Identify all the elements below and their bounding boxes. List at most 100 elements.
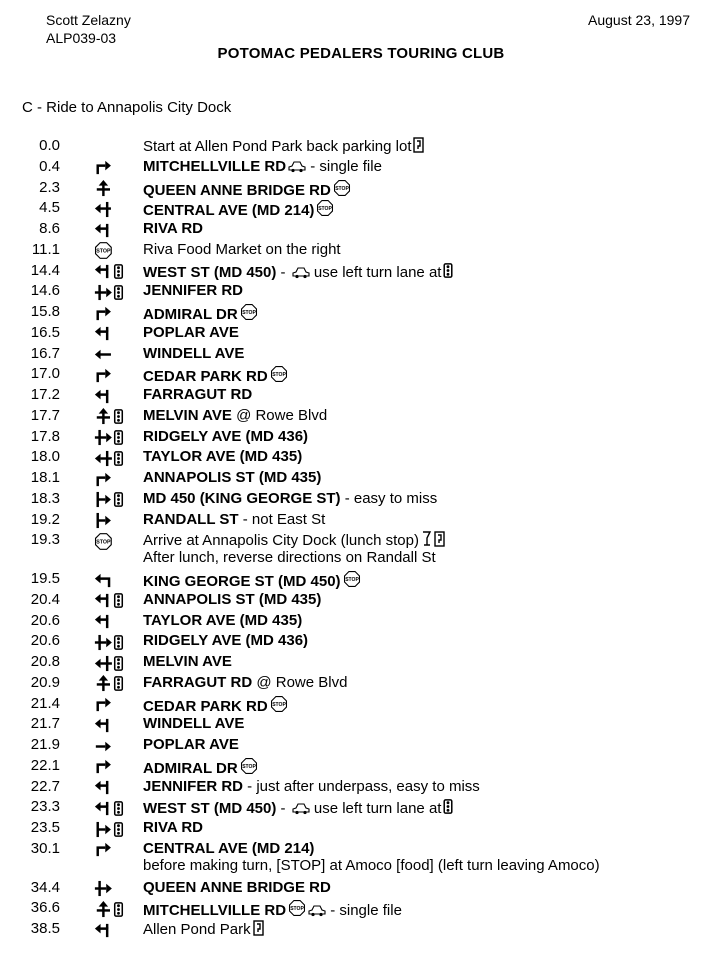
road-name: POPLAR AVE <box>143 736 239 753</box>
cue-mileage: 2.3 <box>39 178 60 196</box>
cue-mileage: 20.6 <box>30 632 60 650</box>
road-name: MITCHELLVILLE RD <box>143 902 287 920</box>
road-name: MITCHELLVILLE RD <box>143 157 287 175</box>
cue-row: 17.8 RIDGELY AVE (MD 436) <box>0 428 722 448</box>
right-t-light-direction-icon <box>90 491 130 509</box>
cue-instruction: RANDALL ST - not East St <box>143 511 325 528</box>
cue-mileage: 30.1 <box>30 839 60 857</box>
right-turn-direction-icon <box>90 159 130 177</box>
car-icon <box>288 161 306 172</box>
cue-row: 34.4 QUEEN ANNE BRIDGE RD <box>0 879 722 899</box>
cue-text-2: use left turn lane at <box>309 263 442 281</box>
cue-instruction: ANNAPOLIS ST (MD 435) <box>143 469 321 486</box>
restroom-icon <box>434 531 445 547</box>
cue-row: 22.7 JENNIFER RD - just after underpass, … <box>0 778 722 798</box>
cue-mileage: 21.4 <box>30 694 60 712</box>
cue-mileage: 22.7 <box>30 777 60 795</box>
cue-instruction: FARRAGUT RD <box>143 386 252 403</box>
road-name: POPLAR AVE <box>143 323 239 341</box>
cue-instruction: WEST ST (MD 450) - use left turn lane at <box>143 262 453 281</box>
cue-row: 20.6 TAYLOR AVE (MD 435) <box>0 612 722 632</box>
cue-row: 20.8 MELVIN AVE <box>0 653 722 673</box>
road-name: JENNIFER RD <box>143 777 244 795</box>
road-name: CENTRAL AVE (MD 214) <box>143 839 315 857</box>
road-name: ADMIRAL DR <box>143 759 238 777</box>
cue-text: - easy to miss <box>340 489 438 507</box>
cue-text: Allen Pond Park <box>143 921 251 938</box>
cue-row: 0.0 Start at Allen Pond Park back parking… <box>0 137 722 157</box>
right-cross-light-direction-icon <box>90 429 130 447</box>
svg-text:STOP: STOP <box>96 249 111 255</box>
cue-instruction: QUEEN ANNE BRIDGE RD <box>143 879 331 896</box>
road-name: TAYLOR AVE (MD 435) <box>143 448 303 466</box>
left-turn-arrow-direction-icon <box>90 571 130 589</box>
cue-row: 21.9 POPLAR AVE <box>0 736 722 756</box>
cue-mileage: 20.6 <box>30 611 60 629</box>
road-name: WEST ST (MD 450) <box>143 800 277 818</box>
cue-note: After lunch, reverse directions on Randa… <box>143 549 436 567</box>
ride-date: August 23, 1997 <box>588 12 690 28</box>
cue-instruction: FARRAGUT RD @ Rowe Blvd <box>143 674 347 691</box>
food-icon <box>422 531 432 546</box>
cue-mileage: 20.4 <box>30 590 60 608</box>
road-name: RIDGELY AVE (MD 436) <box>143 632 309 650</box>
stop-sign-icon: STOP <box>240 303 257 321</box>
left-turn-direction-icon <box>90 221 130 239</box>
road-name: CEDAR PARK RD <box>143 368 268 386</box>
road-name: RIDGELY AVE (MD 436) <box>143 427 309 445</box>
cue-mileage: 17.2 <box>30 386 60 403</box>
cue-instruction: JENNIFER RD <box>143 282 243 299</box>
road-name: TAYLOR AVE (MD 435) <box>143 611 303 629</box>
stop-sign-icon: STOP <box>343 570 360 588</box>
left-turn-direction-icon <box>90 613 130 631</box>
cue-mileage: 34.4 <box>30 878 60 896</box>
road-name: ANNAPOLIS ST (MD 435) <box>143 469 322 486</box>
right-t-direction-icon <box>90 512 130 530</box>
cue-text: Start at Allen Pond Park back parking lo… <box>143 138 412 155</box>
road-name: MELVIN AVE <box>143 653 232 670</box>
cue-mileage: 0.0 <box>39 137 60 154</box>
cue-instruction: RIVA RD <box>143 819 203 836</box>
restroom-icon <box>252 920 264 936</box>
cue-mileage: 23.3 <box>30 798 60 816</box>
restroom-icon <box>413 137 425 153</box>
cue-text: - single file <box>306 157 382 175</box>
cue-mileage: 11.1 <box>31 240 60 258</box>
cue-mileage: 17.8 <box>30 427 60 445</box>
cue-instruction: Start at Allen Pond Park back parking lo… <box>143 137 425 155</box>
left-turn-direction-icon <box>90 325 130 343</box>
road-name: RANDALL ST <box>143 510 239 528</box>
road-name: ANNAPOLIS ST (MD 435) <box>143 590 322 608</box>
cue-row: 17.2 FARRAGUT RD <box>0 386 722 406</box>
road-name: JENNIFER RD <box>143 282 244 300</box>
stop-direction-icon: STOP <box>90 242 130 260</box>
left-turn-cross-direction-icon <box>90 200 130 218</box>
cue-row: 0.4 MITCHELLVILLE RD - single file <box>0 158 722 178</box>
cue-mileage: 0.4 <box>39 157 60 175</box>
cue-instruction: POPLAR AVE <box>143 324 239 341</box>
road-name: MELVIN AVE <box>143 406 232 424</box>
stop-sign-icon: STOP <box>289 900 306 917</box>
stop-sign-icon: STOP <box>333 179 350 196</box>
cue-text: - just after underpass, easy to miss <box>243 777 480 795</box>
document-id: ALP039-03 <box>46 30 117 46</box>
svg-text:STOP: STOP <box>290 906 304 912</box>
cue-instruction: KING GEORGE ST (MD 450)STOP <box>143 570 361 590</box>
cue-mileage: 21.9 <box>30 736 60 753</box>
cue-mileage: 20.8 <box>30 653 60 670</box>
cue-mileage: 15.8 <box>30 303 60 320</box>
cue-instruction: Arrive at Annapolis City Dock (lunch sto… <box>143 531 445 566</box>
cue-text: Riva Food Market on the right <box>143 240 341 258</box>
